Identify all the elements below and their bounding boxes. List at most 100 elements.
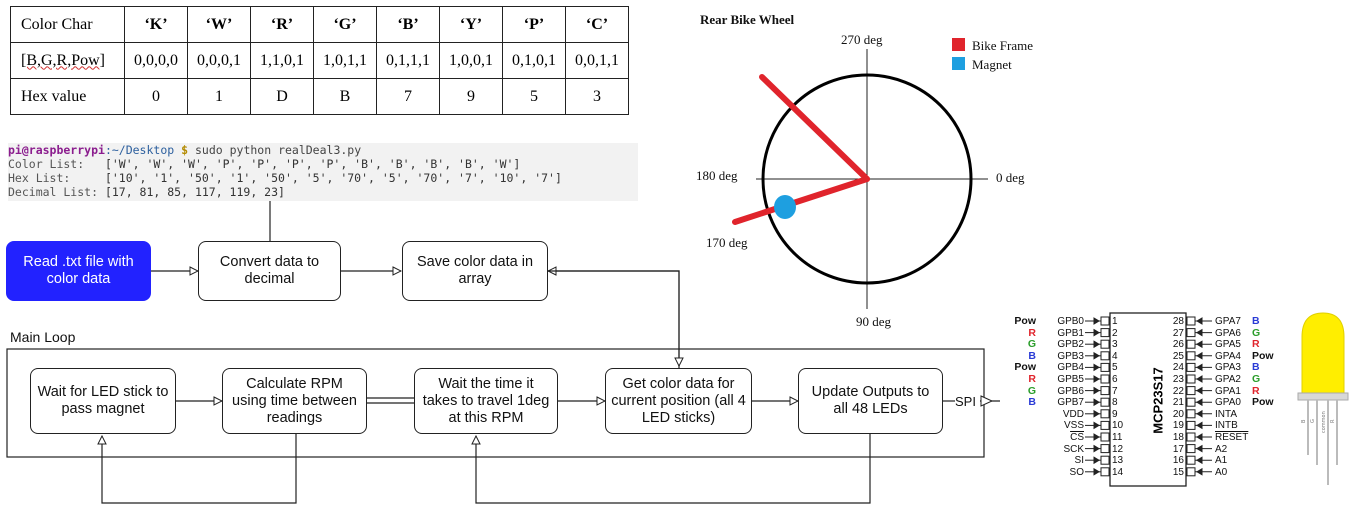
pin-number: 28 bbox=[1172, 316, 1184, 327]
pin-arrow bbox=[1196, 340, 1203, 349]
prompt-user-host: pi@raspberrypi bbox=[8, 143, 105, 157]
pin-name: GPA2 bbox=[1215, 374, 1241, 385]
pin-arrow bbox=[1196, 328, 1203, 337]
angle-0: 0 deg bbox=[996, 170, 1025, 185]
pin-number: 11 bbox=[1112, 432, 1123, 443]
pin-pad bbox=[1100, 420, 1110, 430]
pin-arrow bbox=[1196, 386, 1203, 395]
led-leg-label-r: R bbox=[1330, 419, 1336, 423]
pin-number: 25 bbox=[1172, 350, 1184, 362]
pin-arrow bbox=[1093, 398, 1100, 407]
pin-pad bbox=[1186, 409, 1196, 419]
pin-pad bbox=[1100, 444, 1110, 454]
pin-name: GPA0 bbox=[1215, 397, 1241, 409]
pin-pad bbox=[1186, 374, 1196, 384]
pin-number: 4 bbox=[1112, 350, 1118, 362]
terminal-line-label: Color List: bbox=[8, 157, 105, 171]
bgrp-cell: 1,0,0,1 bbox=[439, 42, 503, 79]
pin-name: GPB5 bbox=[1057, 374, 1084, 385]
pin-number: 15 bbox=[1172, 466, 1184, 478]
char-cell: ‘C’ bbox=[565, 6, 629, 43]
pin-arrow bbox=[1093, 317, 1100, 325]
pin-arrow bbox=[1196, 363, 1203, 372]
pin-arrow bbox=[1093, 340, 1100, 349]
pin-number: 9 bbox=[1112, 408, 1118, 420]
pin-name: GPB6 bbox=[1057, 385, 1084, 397]
pin-pad bbox=[1186, 444, 1196, 454]
terminal-line-value: [17, 81, 85, 117, 119, 23] bbox=[104, 185, 285, 199]
pin-color-tag: Pow bbox=[1014, 361, 1036, 374]
terminal-line-value: ['W', 'W', 'W', 'P', 'P', 'P', 'P', 'B',… bbox=[104, 157, 521, 171]
led-leg-label-common: common bbox=[1321, 411, 1327, 433]
arrow-save-to-getcolor bbox=[548, 270, 679, 366]
pin-color-tag: Pow bbox=[1252, 349, 1274, 362]
table-row: Color Char ‘K’ ‘W’ ‘R’ ‘G’ ‘B’ ‘Y’ ‘P’ ‘… bbox=[10, 6, 629, 43]
color-char-table: Color Char ‘K’ ‘W’ ‘R’ ‘G’ ‘B’ ‘Y’ ‘P’ ‘… bbox=[10, 6, 629, 115]
pin-pad bbox=[1100, 455, 1110, 465]
pin-pad bbox=[1100, 467, 1110, 477]
pin-pad bbox=[1186, 339, 1196, 349]
pin-number: 20 bbox=[1172, 408, 1184, 420]
pin-number: 16 bbox=[1172, 455, 1184, 467]
pin-number: 2 bbox=[1112, 327, 1118, 339]
pin-arrow bbox=[1196, 433, 1203, 441]
prompt-dollar: $ bbox=[181, 143, 189, 157]
pin-arrow bbox=[1093, 421, 1100, 430]
pin-pad bbox=[1186, 328, 1196, 338]
pin-arrow bbox=[1196, 317, 1203, 325]
pin-arrow bbox=[1093, 444, 1100, 453]
pin-name: GPB3 bbox=[1057, 350, 1084, 362]
table-row: Hex value 0 1 D B 7 9 5 3 bbox=[10, 78, 629, 115]
chip-body bbox=[1109, 312, 1187, 487]
char-cell: ‘R’ bbox=[250, 6, 314, 43]
pin-color-tag: G bbox=[1027, 338, 1036, 351]
pin-pad bbox=[1100, 328, 1110, 338]
pin-color-tag: R bbox=[1028, 373, 1036, 385]
pin-number: 5 bbox=[1112, 362, 1118, 374]
table-row: [B,G,R,Pow] 0,0,0,0 0,0,0,1 1,1,0,1 1,0,… bbox=[10, 42, 629, 79]
pin-number: 3 bbox=[1112, 339, 1118, 351]
pin-number: 7 bbox=[1112, 385, 1118, 397]
pin-arrow bbox=[1196, 398, 1203, 407]
pin-arrow bbox=[1196, 375, 1203, 383]
hex-cell: 3 bbox=[565, 78, 629, 115]
spi-arrowhead bbox=[980, 395, 994, 407]
terminal-line: Decimal List: [17, 81, 85, 117, 119, 23] bbox=[8, 185, 638, 199]
pin-arrow bbox=[1196, 421, 1203, 430]
pin-name: GPA5 bbox=[1215, 339, 1241, 351]
pin-arrow bbox=[1093, 409, 1100, 418]
pin-pad bbox=[1186, 420, 1196, 430]
terminal-line: Color List: ['W', 'W', 'W', 'P', 'P', 'P… bbox=[8, 157, 638, 171]
pin-name: GPB0 bbox=[1057, 316, 1084, 327]
terminal-line-label: Decimal List: bbox=[8, 185, 105, 199]
pin-pad bbox=[1186, 397, 1196, 407]
hex-cell: D bbox=[250, 78, 314, 115]
terminal-line-value: ['10', '1', '50', '1', '50', '5', '70', … bbox=[104, 171, 562, 185]
chip-outline bbox=[1085, 312, 1212, 487]
pin-pad bbox=[1100, 409, 1110, 419]
pin-number: 10 bbox=[1112, 420, 1124, 432]
hex-cell: 0 bbox=[124, 78, 188, 115]
row-header-bgrp: [B,G,R,Pow] bbox=[10, 42, 125, 79]
pin-arrow bbox=[1196, 444, 1203, 453]
legend-swatch-frame bbox=[952, 38, 965, 51]
pin-name: GPB2 bbox=[1057, 339, 1084, 351]
bgrp-cell: 0,1,0,1 bbox=[502, 42, 566, 79]
pin-pad bbox=[1186, 386, 1196, 396]
row-header-color-char: Color Char bbox=[10, 6, 125, 43]
pin-arrow bbox=[1093, 363, 1100, 372]
pin-color-tag: B bbox=[1252, 361, 1260, 374]
terminal-line-label: Hex List: bbox=[8, 171, 105, 185]
pin-pad bbox=[1100, 386, 1110, 396]
pin-color-tag: Pow bbox=[1014, 315, 1036, 327]
hex-cell: 7 bbox=[376, 78, 440, 115]
pin-number: 18 bbox=[1172, 432, 1184, 443]
pin-number: 12 bbox=[1112, 443, 1124, 455]
chip-name: MCP23S17 bbox=[1150, 366, 1166, 434]
pin-color-tag: G bbox=[1252, 373, 1261, 385]
pin-number: 1 bbox=[1112, 316, 1118, 327]
pin-number: 24 bbox=[1172, 362, 1184, 374]
pin-name: INTA bbox=[1215, 408, 1238, 420]
pin-name: SCK bbox=[1063, 443, 1084, 455]
pin-name: VSS bbox=[1063, 420, 1084, 432]
